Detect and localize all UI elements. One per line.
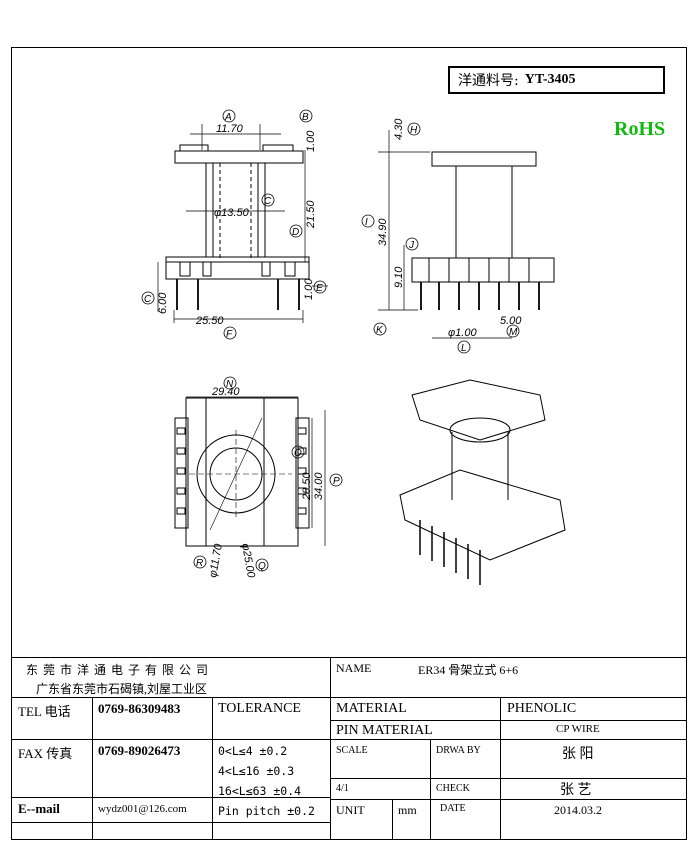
dim-21-50: 21.50 bbox=[305, 200, 317, 229]
fax-label: FAX 传真 bbox=[18, 746, 73, 761]
drawby-label: DRWA BY bbox=[436, 745, 481, 756]
top-view bbox=[174, 397, 310, 547]
dim-phi-1-00: φ1.00 bbox=[448, 327, 477, 339]
email-label: E--mail bbox=[18, 801, 60, 816]
callout-a: A bbox=[222, 109, 236, 123]
dim-11-70: 11.70 bbox=[216, 123, 244, 135]
scale-value: 4/1 bbox=[336, 783, 349, 794]
tel-label: TEL 电话 bbox=[18, 704, 71, 719]
svg-text:D: D bbox=[292, 227, 299, 238]
svg-text:K: K bbox=[376, 325, 384, 336]
fax-value: 0769-89026473 bbox=[98, 743, 181, 758]
dim-9-10: 9.10 bbox=[393, 266, 405, 288]
callout-e: E bbox=[313, 280, 327, 294]
part-number-box: 洋通料号: YT-3405 bbox=[448, 66, 665, 94]
callout-r: R bbox=[193, 555, 207, 569]
part-number-value: YT-3405 bbox=[524, 72, 576, 87]
tolerance-line-3: 16<L≤63 ±0.4 bbox=[218, 784, 302, 798]
front-view bbox=[165, 144, 310, 310]
tolerance-line-1: 0<L≤4 ±0.2 bbox=[218, 744, 288, 758]
unit-value: mm bbox=[398, 803, 417, 817]
dim-28-50: 28.50 bbox=[301, 472, 313, 501]
svg-text:M: M bbox=[509, 327, 518, 338]
svg-text:R: R bbox=[196, 558, 203, 569]
callout-i: I bbox=[361, 214, 375, 228]
name-label: NAME bbox=[336, 661, 372, 675]
callout-n: N bbox=[223, 376, 237, 390]
dim-phi-25-00: φ25.00 bbox=[239, 542, 257, 579]
tolerance-line-2: 4<L≤16 ±0.3 bbox=[218, 764, 295, 778]
company-address: 广东省东莞市石碣镇,刘屋工业区 bbox=[36, 682, 208, 696]
date-value: 2014.03.2 bbox=[554, 803, 602, 817]
check-label: CHECK bbox=[436, 783, 470, 794]
front-view-dimensions bbox=[157, 124, 328, 323]
side-view bbox=[411, 151, 555, 310]
svg-text:P: P bbox=[333, 476, 340, 487]
pin-material-value: CP WIRE bbox=[556, 723, 600, 735]
dim-34-00: 34.00 bbox=[313, 472, 325, 500]
rohs-mark: RoHS bbox=[614, 118, 666, 140]
dim-1-00-e: 1.00 bbox=[303, 278, 315, 300]
tolerance-label: TOLERANCE bbox=[218, 701, 301, 716]
dim-5-00: 5.00 bbox=[500, 315, 522, 327]
company-name: 东 莞 市 洋 通 电 子 有 限 公 司 bbox=[26, 663, 210, 677]
callout-j: J bbox=[405, 237, 419, 251]
callout-p: P bbox=[329, 473, 343, 487]
svg-text:H: H bbox=[410, 125, 418, 136]
dim-6-00: 6.00 bbox=[157, 292, 169, 314]
svg-text:B: B bbox=[302, 112, 309, 123]
dim-29-40: 29.40 bbox=[211, 386, 240, 398]
isometric-view bbox=[399, 379, 566, 585]
email-value: wydz001@126.com bbox=[98, 803, 187, 815]
svg-text:I: I bbox=[365, 217, 368, 228]
svg-text:O: O bbox=[294, 448, 302, 459]
date-label: DATE bbox=[440, 803, 466, 814]
name-value: ER34 骨架立式 6+6 bbox=[418, 663, 519, 677]
dim-25-50: 25.50 bbox=[195, 315, 224, 327]
dim-34-90: 34.90 bbox=[377, 218, 389, 246]
svg-text:E: E bbox=[316, 283, 323, 294]
callout-d: D bbox=[289, 224, 303, 238]
svg-text:L: L bbox=[461, 343, 467, 354]
tel-value: 0769-86309483 bbox=[98, 701, 181, 716]
callout-b: B bbox=[299, 109, 313, 123]
part-number-label: 洋通料号: bbox=[458, 73, 519, 89]
callout-o: O bbox=[291, 445, 305, 459]
dim-phi-11-70: φ11.70 bbox=[207, 542, 225, 578]
svg-text:C: C bbox=[144, 294, 152, 305]
tolerance-line-4: Pin pitch ±0.2 bbox=[218, 804, 315, 818]
side-view-dimensions bbox=[378, 130, 512, 339]
svg-text:A: A bbox=[224, 112, 232, 123]
unit-label: UNIT bbox=[336, 803, 365, 817]
svg-text:F: F bbox=[226, 329, 233, 340]
svg-text:Q: Q bbox=[258, 561, 266, 572]
callout-q: Q bbox=[255, 558, 269, 572]
callout-c: C bbox=[261, 193, 275, 207]
callout-c-lower: C bbox=[141, 291, 155, 305]
callout-k: K bbox=[373, 322, 387, 336]
dim-4-30: 4.30 bbox=[393, 118, 405, 140]
dim-1-00-top: 1.00 bbox=[305, 130, 317, 152]
callouts: A B C D C E F H I J K L M N O P R Q bbox=[141, 109, 520, 572]
callout-f: F bbox=[223, 326, 237, 340]
drawby-value: 张 阳 bbox=[562, 747, 594, 762]
check-value: 张 艺 bbox=[560, 783, 592, 798]
pin-material-label: PIN MATERIAL bbox=[336, 723, 433, 738]
svg-text:J: J bbox=[408, 240, 415, 251]
drawing-frame bbox=[11, 47, 687, 840]
svg-text:C: C bbox=[264, 196, 272, 207]
callout-l: L bbox=[457, 340, 471, 354]
dim-13-50: φ13.50 bbox=[214, 207, 250, 219]
material-label: MATERIAL bbox=[336, 701, 407, 716]
callout-m: M bbox=[506, 324, 520, 338]
callout-h: H bbox=[407, 122, 421, 136]
dimension-labels: 11.70 φ13.50 25.50 1.00 21.50 6.00 1.00 … bbox=[157, 118, 522, 580]
material-value: PHENOLIC bbox=[507, 701, 577, 716]
svg-text:N: N bbox=[226, 379, 234, 390]
scale-label: SCALE bbox=[336, 745, 368, 756]
top-view-dimensions bbox=[186, 396, 326, 546]
